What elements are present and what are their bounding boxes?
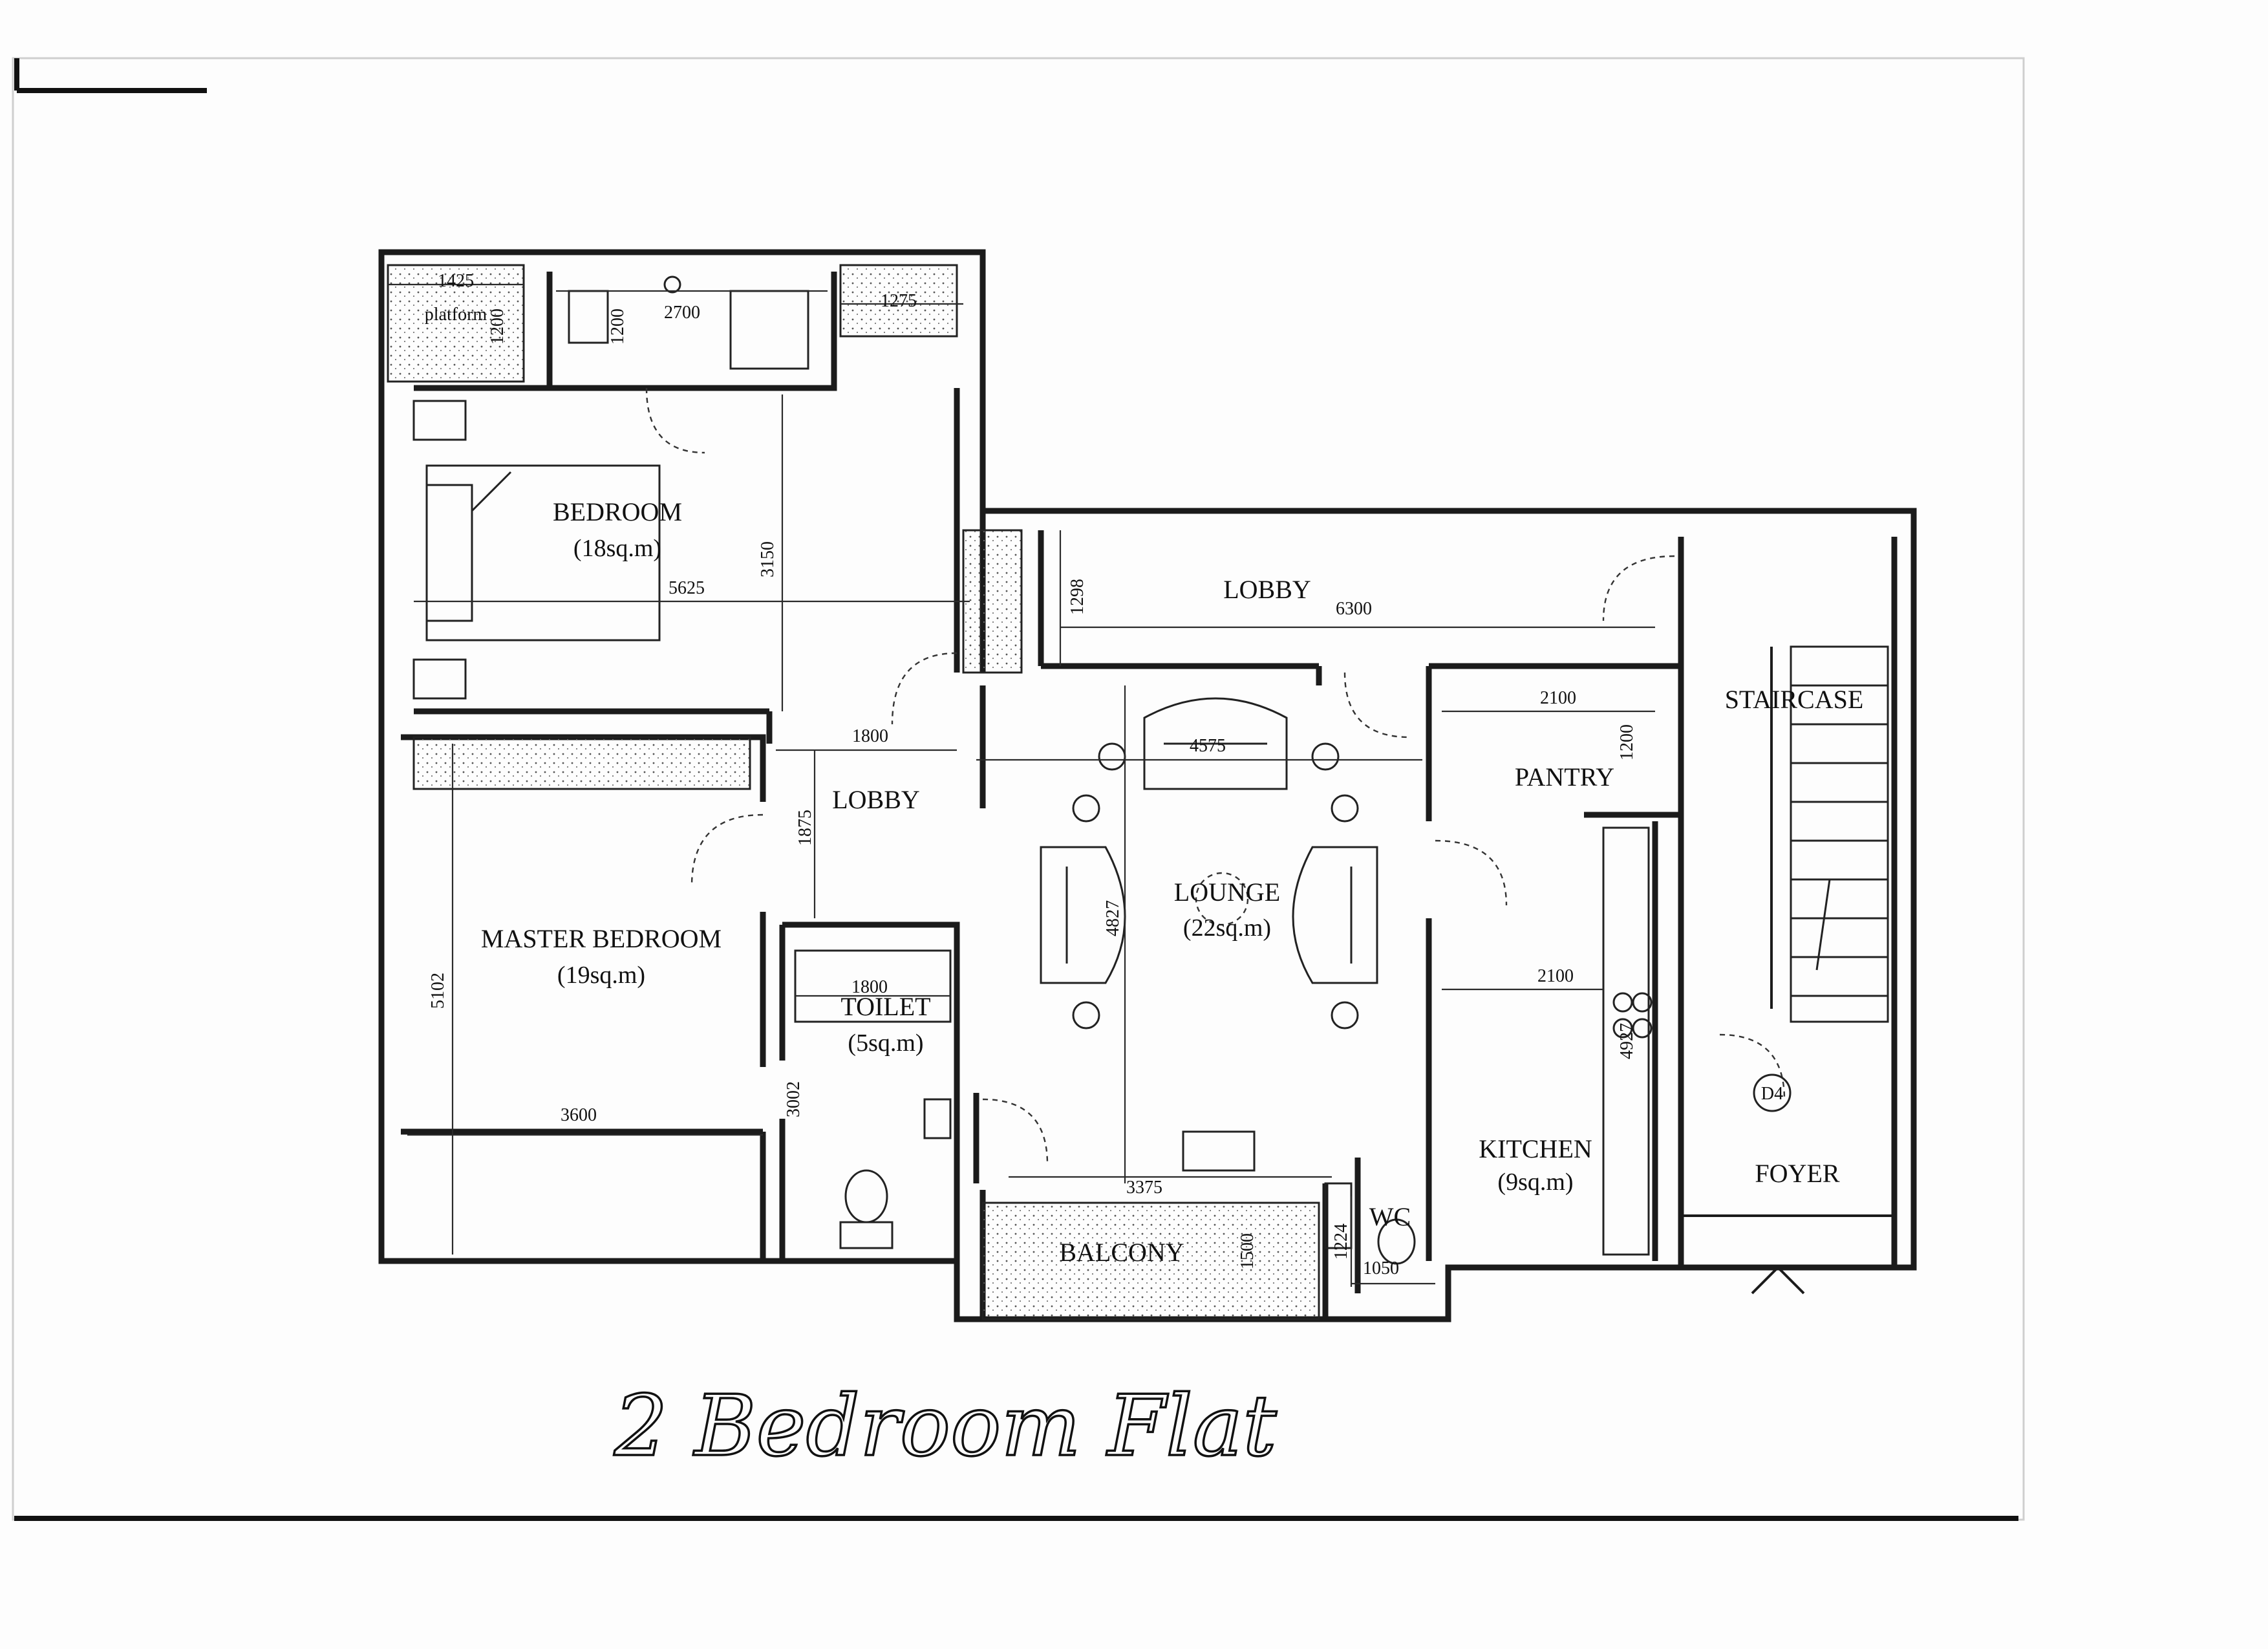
label-wc: WC [1369,1202,1411,1231]
dim-1800-a: 1800 [852,726,888,746]
lounge-stool-5 [1072,1001,1100,1029]
bed-bedroom [425,464,661,641]
outer-wall [378,249,1917,1322]
staircase-walls [1678,537,1898,1267]
lounge-stool-6 [1331,1001,1359,1029]
door-tag-circle [1753,1073,1792,1112]
kitchen-counter [1602,826,1653,1256]
label-kitchen: KITCHEN [1479,1134,1592,1163]
master-bedroom-walls [401,734,766,1261]
label-pantry: PANTRY [1515,762,1614,792]
dim-2100-a: 2100 [1540,688,1576,708]
bedroom-top-partition [414,272,837,391]
door-swing-staircase [1602,555,1675,621]
sofa-lounge-top [1143,697,1288,790]
dim-1200-c: 1200 [1617,724,1637,760]
dim-1224: 1224 [1331,1223,1351,1260]
dim-2700: 2700 [664,303,700,323]
dim-1275: 1275 [881,291,917,311]
dim-1800-b: 1800 [851,977,888,997]
lounge-stool-3 [1072,794,1100,823]
door-swing-closet [645,387,705,454]
label-platform: platform [425,305,487,325]
dim-1425: 1425 [438,271,474,291]
dim-1050: 1050 [1363,1258,1399,1278]
tv-unit [1182,1130,1256,1172]
label-lobby-top: LOBBY [1223,575,1311,604]
dim-4575: 4575 [1190,736,1226,756]
area-toilet: (5sq.m) [848,1029,923,1057]
dim-1875: 1875 [795,810,815,846]
dim-3002: 3002 [784,1081,804,1117]
duct-area [962,529,1023,674]
lounge-table [1195,872,1249,926]
door-swing-master [690,814,764,887]
label-toilet: TOILET [840,992,930,1021]
dim-3375: 3375 [1126,1178,1162,1198]
label-lobby-mid: LOBBY [832,785,920,814]
toilet-walls [779,921,979,1261]
label-staircase: STAIRCASE [1725,685,1864,714]
dim-6300: 6300 [1336,599,1372,619]
toilet-fixtures [794,949,952,1249]
staircase-steps [1770,645,1889,1023]
label-balcony: BALCONY [1059,1238,1184,1267]
bedroom-nightstand-top [412,400,467,441]
dim-2100-b: 2100 [1537,966,1574,986]
door-swing-lounge [1343,672,1410,738]
sofa-lounge-right [1292,846,1378,984]
label-lounge: LOUNGE [1174,878,1280,907]
closet-area [839,264,958,338]
lobby-walls [979,530,1322,808]
foyer-entry-arrow [1751,1266,1805,1295]
dim-1500: 1500 [1237,1233,1257,1269]
dim-5102: 5102 [428,973,448,1009]
pantry-walls [1426,663,1684,1261]
dim-1200-a: 1200 [487,308,508,345]
door-swing-lobby [891,652,957,725]
handwritten-title: 2 Bedroom Flat [614,1377,1277,1475]
lounge-stool-2 [1311,742,1340,771]
door-swing-balcony [982,1098,1049,1165]
label-door-d4: D4 [1761,1084,1783,1104]
area-master-bedroom: (19sq.m) [557,962,645,989]
door-swing-foyer [1719,1033,1786,1100]
lounge-stool-1 [1098,742,1126,771]
dim-4827: 4827 [1103,900,1123,936]
wardrobe-area [412,736,751,790]
dim-1200-b: 1200 [608,308,628,345]
area-lounge: (22sq.m) [1183,914,1271,942]
area-kitchen: (9sq.m) [1497,1169,1573,1196]
bedroom-bottom-wall [414,388,986,744]
dim-4927: 4927 [1617,1023,1637,1059]
dim-1298: 1298 [1067,579,1087,615]
dim-5625: 5625 [669,578,705,598]
area-bedroom: (18sq.m) [573,535,661,562]
label-master-bedroom: MASTER BEDROOM [481,924,722,953]
lounge-stool-4 [1331,794,1359,823]
bedroom-nightstand-bottom [412,658,467,700]
dim-3600: 3600 [561,1105,597,1125]
balcony-area [981,1202,1320,1320]
label-foyer: FOYER [1755,1159,1839,1188]
label-bedroom: BEDROOM [553,497,682,526]
dim-3150: 3150 [758,541,778,577]
door-swing-pantry [1435,839,1508,906]
